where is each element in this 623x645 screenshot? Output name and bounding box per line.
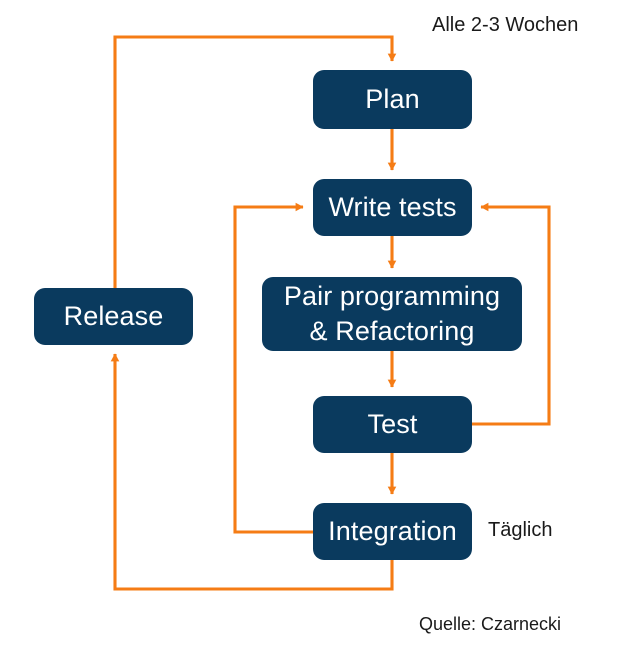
node-release[interactable]: Release bbox=[34, 288, 193, 345]
edge-integration-to-write-tests bbox=[233, 202, 313, 534]
caption-source: Quelle: Czarnecki bbox=[419, 614, 562, 634]
node-pair-programming-refactoring[interactable]: Pair programming & Refactoring bbox=[262, 277, 522, 351]
node-release-label: Release bbox=[63, 301, 164, 332]
node-plan[interactable]: Plan bbox=[313, 70, 472, 129]
edge-integration-to-release bbox=[110, 353, 394, 591]
caption-daily-cadence: Täglich bbox=[488, 519, 553, 541]
edge-test-to-write-tests bbox=[472, 202, 551, 426]
caption-iteration-cadence: Alle 2-3 Wochen bbox=[432, 14, 579, 36]
node-plan-label: Plan bbox=[365, 84, 420, 115]
node-pair-programming-refactoring-label: Pair programming & Refactoring bbox=[283, 281, 501, 346]
node-write-tests[interactable]: Write tests bbox=[313, 179, 472, 236]
node-test-label: Test bbox=[367, 409, 418, 440]
edge-release-to-plan bbox=[113, 35, 397, 317]
node-write-tests-label: Write tests bbox=[328, 192, 457, 223]
node-integration-label: Integration bbox=[328, 516, 457, 547]
node-integration[interactable]: Integration bbox=[313, 503, 472, 560]
node-test[interactable]: Test bbox=[313, 396, 472, 453]
